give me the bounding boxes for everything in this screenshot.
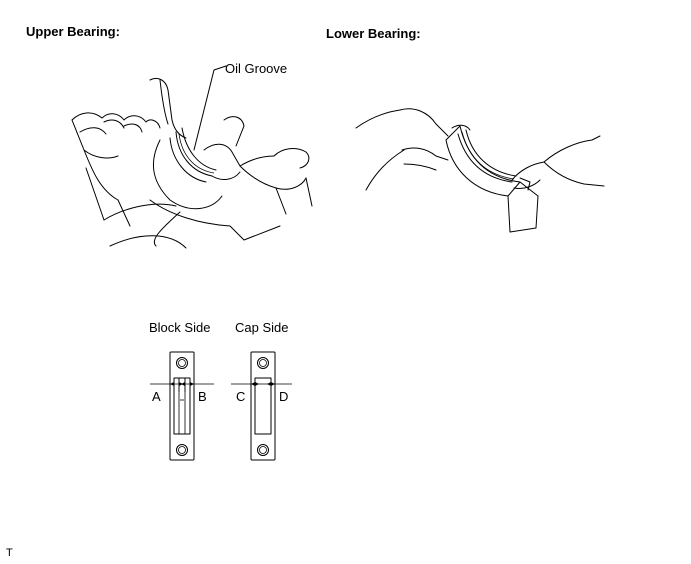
cap-side-diagram bbox=[231, 351, 292, 461]
lower-bearing-heading: Lower Bearing: bbox=[326, 26, 421, 41]
dimension-b-label: B bbox=[198, 389, 207, 404]
lower-bearing-illustration bbox=[355, 108, 605, 233]
cap-side-label: Cap Side bbox=[235, 320, 289, 335]
block-side-label: Block Side bbox=[149, 320, 211, 335]
oil-groove-label: Oil Groove bbox=[225, 61, 288, 76]
upper-bearing-heading: Upper Bearing: bbox=[26, 24, 120, 39]
figure-code: T bbox=[6, 547, 13, 559]
block-side-diagram bbox=[150, 351, 214, 461]
dimension-a-label: A bbox=[152, 389, 161, 404]
dimension-c-label: C bbox=[236, 389, 246, 404]
upper-bearing-illustration bbox=[71, 65, 313, 249]
dimension-d-label: D bbox=[279, 389, 289, 404]
